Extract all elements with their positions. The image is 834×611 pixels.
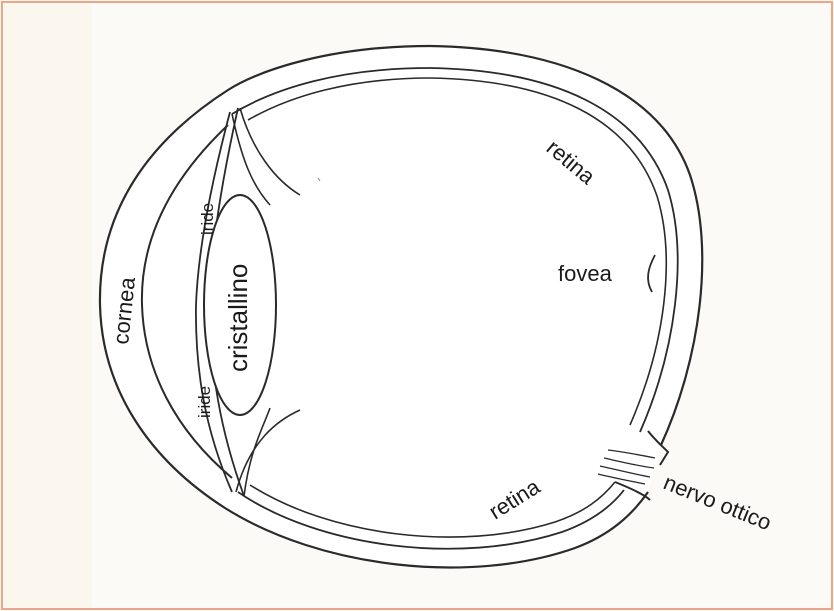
label-iride-top: iride [198, 203, 217, 235]
label-cristallino: cristallino [223, 264, 253, 372]
label-fovea: fovea [558, 261, 613, 286]
label-iride-bottom: iride [195, 386, 214, 418]
